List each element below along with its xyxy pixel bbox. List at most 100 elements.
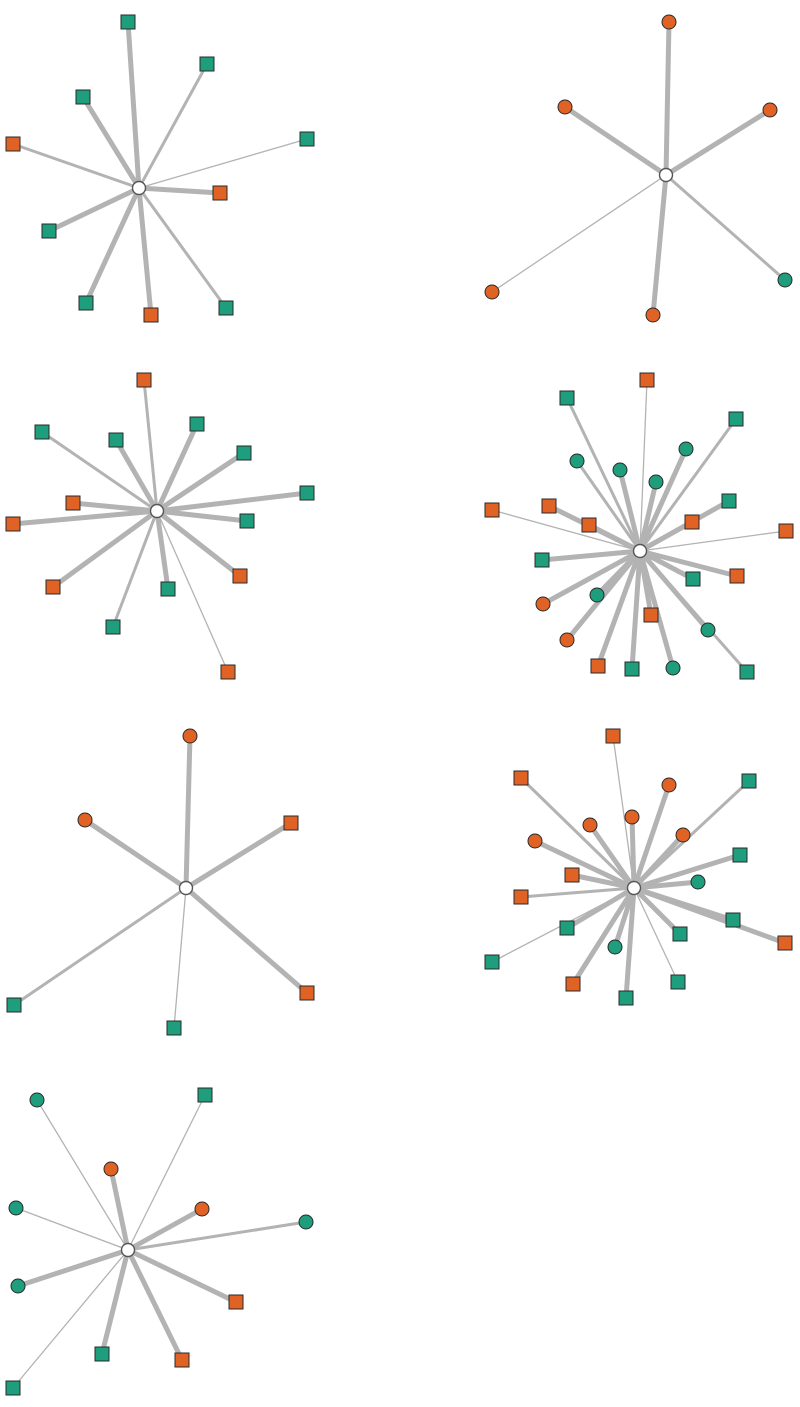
teal-square-node-6 xyxy=(166,1020,182,1036)
edge-2 xyxy=(108,1168,131,1251)
teal-square-node-5 xyxy=(299,131,315,147)
edge-3 xyxy=(664,107,772,178)
orange-square-node-19 xyxy=(565,976,581,992)
edge-10 xyxy=(587,522,642,554)
edge-9 xyxy=(155,509,242,578)
teal-square-node-14 xyxy=(534,552,550,568)
edge-9 xyxy=(99,1249,131,1355)
edge-19 xyxy=(570,886,637,986)
edge-7 xyxy=(47,185,141,234)
edge-6 xyxy=(637,447,689,553)
orange-circle-node-8 xyxy=(675,827,691,843)
orange-square-node-8 xyxy=(5,516,21,532)
orange-square-node-6 xyxy=(212,185,228,201)
teal-square-node-16 xyxy=(672,926,688,942)
edge-5 xyxy=(184,886,309,995)
edge-2 xyxy=(519,776,636,890)
edge-13 xyxy=(520,886,635,899)
hub-node xyxy=(632,543,648,559)
orange-circle-node-5 xyxy=(582,817,598,833)
edge-16 xyxy=(639,548,738,579)
teal-square-node-7 xyxy=(41,223,57,239)
teal-circle-node-1 xyxy=(29,1092,45,1108)
edge-18 xyxy=(633,885,786,946)
edge-1 xyxy=(612,735,635,889)
edge-1 xyxy=(183,735,193,889)
edge-13 xyxy=(111,510,159,628)
teal-square-node-8 xyxy=(78,295,94,311)
orange-circle-node-1 xyxy=(661,14,677,30)
teal-circle-node-10 xyxy=(690,874,706,890)
orange-square-node-3 xyxy=(283,815,299,831)
orange-square-node-13 xyxy=(778,523,794,539)
teal-square-node-10 xyxy=(239,513,255,529)
edge-18 xyxy=(541,548,642,607)
star-graph-panel-6 xyxy=(484,728,793,1006)
edge-21 xyxy=(633,887,679,983)
edge-1 xyxy=(663,21,672,176)
teal-square-node-14 xyxy=(725,912,741,928)
edge-9 xyxy=(633,852,741,891)
orange-circle-node-2 xyxy=(77,812,93,828)
orange-circle-node-1 xyxy=(182,728,198,744)
edge-11 xyxy=(154,510,171,590)
edge-12 xyxy=(565,885,636,931)
edge-4 xyxy=(533,838,636,891)
orange-circle-node-3 xyxy=(762,102,778,118)
teal-square-node-21 xyxy=(670,974,686,990)
edge-5 xyxy=(617,469,643,552)
teal-square-node-1 xyxy=(120,14,136,30)
edge-4 xyxy=(154,422,200,513)
teal-square-node-3 xyxy=(108,432,124,448)
orange-square-node-18 xyxy=(777,935,793,951)
teal-square-node-2 xyxy=(559,390,575,406)
teal-square-node-20 xyxy=(618,990,634,1006)
teal-square-node-13 xyxy=(105,619,121,635)
edge-7 xyxy=(17,1247,129,1289)
teal-square-node-11 xyxy=(160,581,176,597)
edge-20 xyxy=(623,887,637,999)
edge-10 xyxy=(137,187,228,309)
edge-4 xyxy=(491,174,667,293)
edge-2 xyxy=(565,397,642,552)
edge-1 xyxy=(639,379,648,552)
teal-square-node-4 xyxy=(189,416,205,432)
orange-square-node-9 xyxy=(232,568,248,584)
teal-square-node-15 xyxy=(685,571,701,587)
hub-node xyxy=(178,880,194,896)
star-graph-panel-7 xyxy=(5,1087,314,1396)
teal-circle-node-6 xyxy=(298,1214,314,1230)
edge-8 xyxy=(12,508,158,527)
teal-circle-node-5 xyxy=(612,462,628,478)
teal-square-node-25 xyxy=(739,664,755,680)
edge-6 xyxy=(173,887,187,1029)
orange-circle-node-4 xyxy=(194,1201,210,1217)
teal-square-node-6 xyxy=(741,773,757,789)
orange-square-node-11 xyxy=(564,867,580,883)
orange-square-node-9 xyxy=(541,498,557,514)
teal-circle-node-7 xyxy=(648,474,664,490)
edge-10 xyxy=(156,508,248,524)
edge-5 xyxy=(587,823,637,890)
orange-square-node-4 xyxy=(5,136,21,152)
teal-circle-node-23 xyxy=(665,660,681,676)
edge-9 xyxy=(136,187,154,316)
teal-square-node-15 xyxy=(484,954,500,970)
edge-3 xyxy=(127,1094,206,1251)
edge-3 xyxy=(113,438,160,513)
orange-circle-node-6 xyxy=(645,307,661,323)
hub-node xyxy=(120,1242,136,1258)
edge-4 xyxy=(13,886,187,1007)
edge-10 xyxy=(633,879,699,891)
teal-square-node-2 xyxy=(199,56,215,72)
orange-square-node-14 xyxy=(220,664,236,680)
star-graph-panel-1 xyxy=(5,14,315,323)
orange-circle-node-4 xyxy=(527,833,543,849)
edge-4 xyxy=(12,142,140,190)
edge-1 xyxy=(125,21,142,189)
edge-3 xyxy=(631,784,672,889)
orange-square-node-16 xyxy=(729,568,745,584)
edge-12 xyxy=(51,508,159,590)
teal-square-node-3 xyxy=(75,89,91,105)
edge-14 xyxy=(541,548,641,563)
